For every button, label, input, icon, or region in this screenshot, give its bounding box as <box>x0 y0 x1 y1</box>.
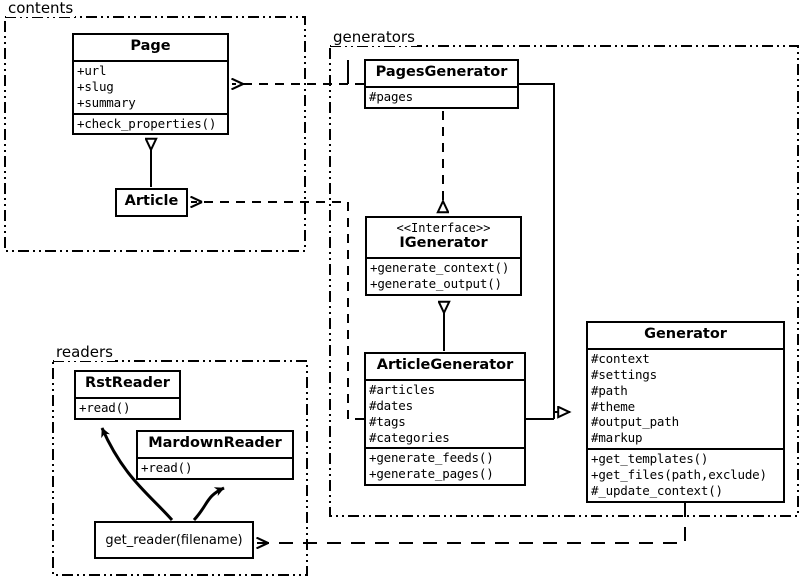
class-method: +generate_context() <box>370 260 510 276</box>
class-box-igenerator[interactable]: <<Interface>> IGenerator +generate_conte… <box>365 216 522 296</box>
class-attribute: +summary <box>77 94 136 110</box>
function-label-get-reader: get_reader(filename) <box>105 532 243 548</box>
connector-get-reader-creates-mardownreader <box>192 486 225 522</box>
class-attribute: #markup <box>591 430 643 446</box>
class-method: +read() <box>79 399 131 415</box>
class-method: #_update_context() <box>591 482 723 498</box>
class-attribute: #pages <box>369 88 413 104</box>
class-method: +get_templates() <box>591 451 709 467</box>
package-label-readers: readers <box>54 343 115 361</box>
class-attributes-page: +url +slug +summary <box>74 59 227 113</box>
class-attributes-pages-generator: #pages <box>366 85 517 107</box>
package-label-generators: generators <box>331 28 417 46</box>
class-methods-article-generator: +generate_feeds() +generate_pages() <box>366 447 524 484</box>
class-box-pages-generator[interactable]: PagesGenerator #pages <box>364 59 519 109</box>
class-attribute: #tags <box>369 413 406 429</box>
connector-pagesgenerator-depends-page <box>232 60 364 84</box>
class-methods-page: +check_properties() <box>74 112 227 134</box>
class-box-article[interactable]: Article <box>115 188 188 217</box>
class-box-page[interactable]: Page +url +slug +summary +check_properti… <box>72 33 229 136</box>
class-attribute: +url <box>77 62 107 78</box>
class-method: +read() <box>141 459 193 475</box>
class-name-page: Page <box>130 38 171 54</box>
connector-generator-depends-get-reader <box>257 503 686 543</box>
class-method: +generate_feeds() <box>369 450 494 466</box>
connector-articlegenerator-depends-article <box>191 202 364 420</box>
class-methods-rst-reader: +read() <box>76 396 179 418</box>
class-attribute: #output_path <box>591 414 679 430</box>
class-methods-mardown-reader: +read() <box>138 456 292 478</box>
class-name-pages-generator: PagesGenerator <box>375 64 508 80</box>
class-name-article: Article <box>124 193 179 209</box>
class-method: +generate_pages() <box>369 466 494 482</box>
class-attribute: #path <box>591 382 628 398</box>
class-attribute: #settings <box>591 366 657 382</box>
class-box-article-generator[interactable]: ArticleGenerator #articles #dates #tags … <box>364 352 526 487</box>
class-stereotype-igenerator: <<Interface>> <box>396 221 491 235</box>
class-methods-generator: +get_templates() +get_files(path,exclude… <box>588 448 783 501</box>
class-method: +check_properties() <box>77 115 217 131</box>
class-attribute: #categories <box>369 429 450 445</box>
class-method: +get_files(path,exclude) <box>591 467 767 483</box>
class-name-igenerator: IGenerator <box>399 235 488 252</box>
class-attribute: #context <box>591 350 650 366</box>
class-attribute: #articles <box>369 381 435 397</box>
class-attribute: #theme <box>591 398 635 414</box>
class-box-rst-reader[interactable]: RstReader +read() <box>74 370 181 420</box>
class-methods-igenerator: +generate_context() +generate_output() <box>367 257 520 294</box>
class-name-mardown-reader: MardownReader <box>148 435 282 451</box>
class-name-generator: Generator <box>644 326 727 342</box>
class-box-generator[interactable]: Generator #context #settings #path #them… <box>586 321 785 503</box>
class-attributes-generator: #context #settings #path #theme #output_… <box>588 347 783 448</box>
class-attributes-article-generator: #articles #dates #tags #categories <box>366 378 524 448</box>
class-name-article-generator: ArticleGenerator <box>376 357 514 373</box>
package-label-contents: contents <box>6 0 76 17</box>
class-attribute: #dates <box>369 397 413 413</box>
connector-articlegenerator-inherits-generator <box>526 412 570 420</box>
class-name-rst-reader: RstReader <box>85 375 170 391</box>
class-box-mardown-reader[interactable]: MardownReader +read() <box>136 430 294 480</box>
class-attribute: +slug <box>77 78 114 94</box>
function-box-get-reader[interactable]: get_reader(filename) <box>94 521 254 559</box>
class-method: +generate_output() <box>370 276 502 291</box>
